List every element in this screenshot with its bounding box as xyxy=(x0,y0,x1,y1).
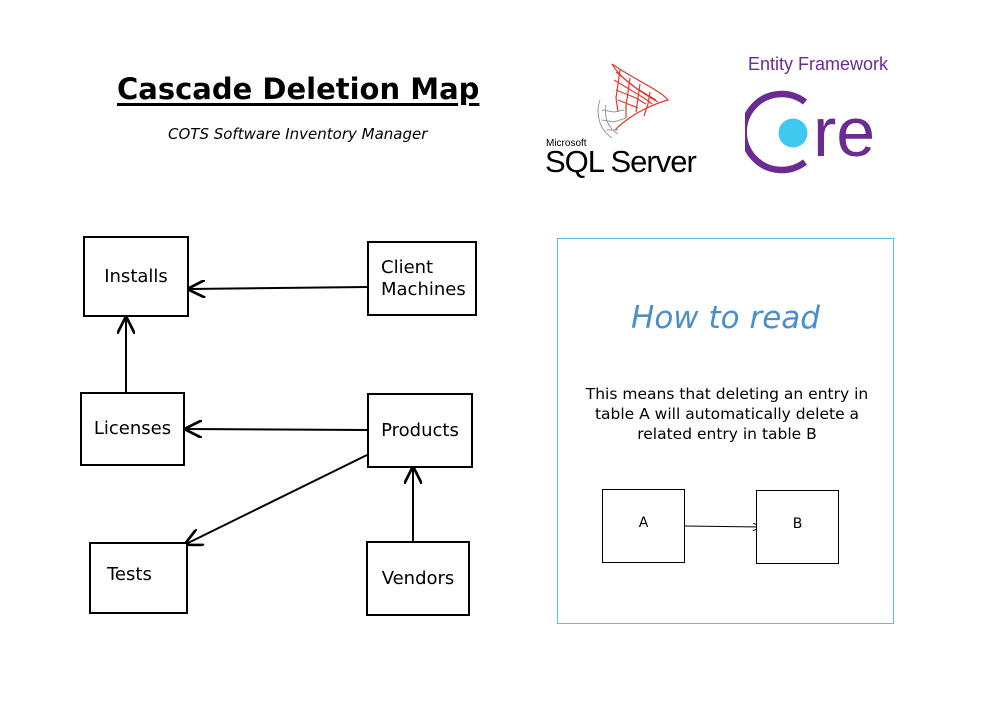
ef-core-text: re xyxy=(813,93,876,171)
node-licenses: Licenses xyxy=(80,392,185,466)
node-tests: Tests xyxy=(89,542,188,614)
legend-node-a-label: A xyxy=(638,515,649,531)
edge-products-licenses xyxy=(186,429,368,430)
ef-core-label: Entity Framework xyxy=(748,54,889,74)
legend-node-b-label: B xyxy=(792,516,803,532)
page-subtitle: COTS Software Inventory Manager xyxy=(168,125,428,143)
node-client-machines-label: Client Machines xyxy=(381,256,466,300)
sql-server-label: SQL Server xyxy=(545,144,697,179)
legend-title: How to read xyxy=(631,300,820,336)
sql-server-logo: Microsoft SQL Server xyxy=(540,60,697,185)
sql-server-swoosh-icon xyxy=(597,63,670,139)
node-vendors-label: Vendors xyxy=(381,567,455,589)
edge-clientmachines-installs xyxy=(189,287,368,289)
ef-core-ring-icon xyxy=(745,90,808,174)
edge-products-tests xyxy=(186,454,368,544)
legend-node-a: A xyxy=(602,489,685,563)
legend-node-b: B xyxy=(756,490,839,564)
page-title: Cascade Deletion Map xyxy=(117,72,480,106)
node-installs: Installs xyxy=(83,236,189,317)
node-licenses-label: Licenses xyxy=(93,418,172,439)
ef-core-logo: re xyxy=(745,80,895,185)
node-client-machines: Client Machines xyxy=(367,241,477,316)
legend-panel xyxy=(557,238,894,624)
node-products-label: Products xyxy=(381,419,459,441)
legend-edge-a-b xyxy=(684,526,760,527)
node-products: Products xyxy=(367,393,473,468)
node-installs-label: Installs xyxy=(104,265,168,287)
sql-server-brand-small: Microsoft xyxy=(546,138,587,149)
node-tests-label: Tests xyxy=(107,564,152,585)
legend-description: This means that deleting an entry in tab… xyxy=(585,385,869,443)
node-vendors: Vendors xyxy=(366,541,470,616)
